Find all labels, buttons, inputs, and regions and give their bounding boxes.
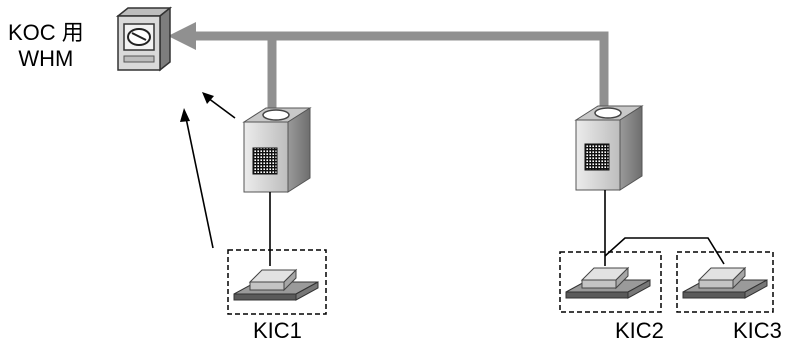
watt-hour-meter-icon: [115, 6, 173, 72]
indoor-unit-label-kic3: KIC3: [733, 318, 782, 343]
outdoor-unit-icon: [242, 107, 312, 193]
indoor-unit-icon: [565, 266, 651, 299]
power-line: [168, 22, 609, 120]
indoor-unit-label-kic1: KIC1: [253, 318, 302, 343]
indoor-unit-icon: [233, 268, 319, 301]
indoor-unit-boxes: [227, 249, 774, 315]
indoor-unit-icon: [682, 266, 768, 299]
outdoor-unit-icon: [574, 105, 644, 191]
meter-label-line2: WHM: [18, 46, 74, 71]
meter-label: KOC 用 WHM: [8, 20, 84, 72]
signal-arrows: [180, 92, 236, 249]
connection-lines: [269, 190, 725, 266]
power-line-arrowhead: [168, 22, 196, 50]
meter-label-line1: KOC 用: [8, 20, 84, 45]
indoor-unit-label-kic2: KIC2: [615, 318, 664, 343]
